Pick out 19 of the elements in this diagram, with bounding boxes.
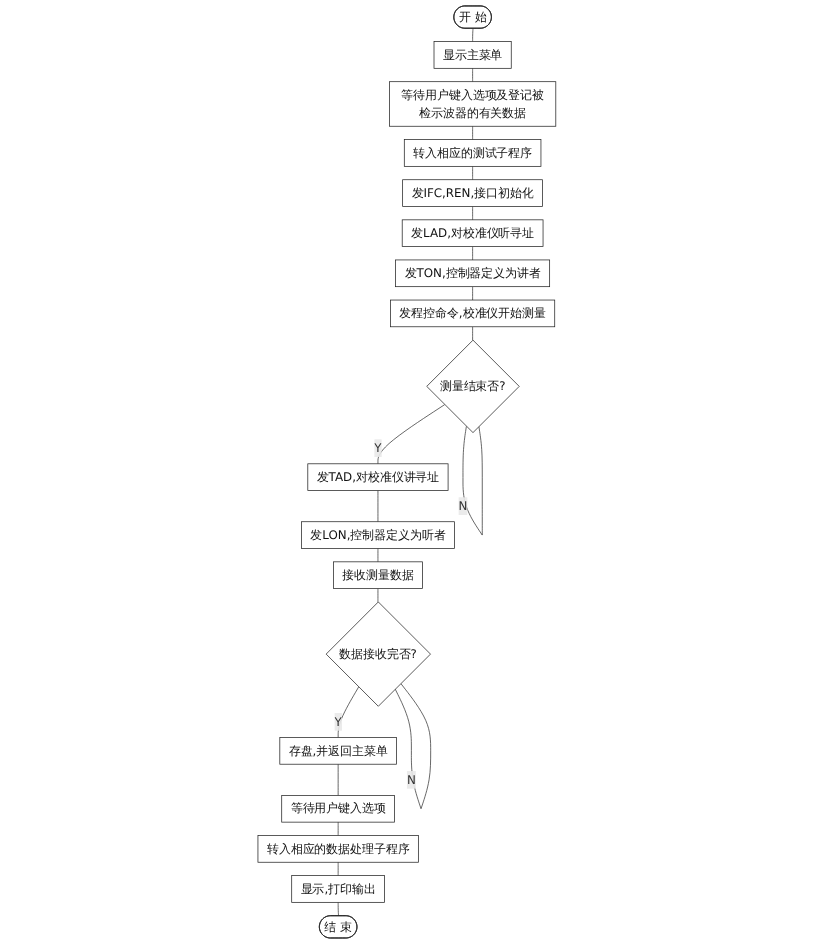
connector xyxy=(462,426,483,536)
connector xyxy=(472,326,474,341)
connector xyxy=(377,490,379,523)
connector xyxy=(337,821,339,836)
connector xyxy=(472,68,474,83)
connector xyxy=(472,166,474,181)
connector xyxy=(394,683,432,810)
connector xyxy=(472,28,474,42)
connector xyxy=(472,206,474,221)
connector xyxy=(337,686,360,738)
connector xyxy=(377,588,379,603)
connector xyxy=(472,286,474,301)
connector xyxy=(472,246,474,261)
connector xyxy=(472,125,474,140)
connector xyxy=(337,861,339,876)
connector xyxy=(337,763,339,796)
connector xyxy=(377,548,379,563)
connector xyxy=(337,902,339,917)
connector xyxy=(377,404,446,465)
